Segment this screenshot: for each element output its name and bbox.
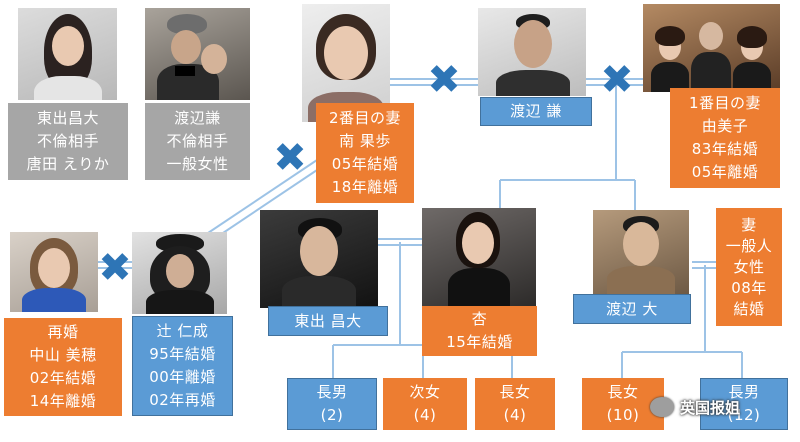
photo-higashide-masahiro [260, 210, 378, 308]
box-line: 不倫相手 [166, 130, 228, 153]
box-child-second-daughter: 次女(4) [383, 378, 467, 430]
box-line: 一般人 [726, 236, 773, 257]
box-line: 95年結婚 [149, 343, 216, 366]
photo-watanabe-ken [478, 8, 586, 96]
box-line: 妻 [741, 215, 757, 236]
box-line: 15年結婚 [446, 331, 513, 354]
box-line: 辻 仁成 [157, 320, 209, 343]
box-watanabe-dai: 渡辺 大 [573, 294, 691, 324]
photo-yumiko-family [643, 4, 780, 92]
box-higashide-affair: 東出昌大不倫相手唐田 えりか [8, 103, 128, 180]
box-line: 長女 [499, 381, 530, 404]
divorce-mark-ken-yumiko: ✖ [597, 60, 637, 100]
box-watanabe-affair: 渡辺謙不倫相手一般女性 [145, 103, 250, 180]
box-line: 中山 美穂 [29, 344, 96, 367]
box-line: 長女 [607, 381, 638, 404]
box-line: 18年離婚 [332, 176, 399, 199]
box-line: 83年結婚 [692, 138, 759, 161]
box-line: 東出昌大 [37, 107, 99, 130]
photo-anne [422, 208, 536, 308]
box-line: (10) [607, 404, 640, 427]
box-line: 渡辺 大 [606, 298, 658, 321]
photo-tsuji-hitonari [132, 232, 227, 314]
box-line: 05年結婚 [332, 153, 399, 176]
photo-watanabe-dai [593, 210, 689, 294]
box-line: 08年 [731, 278, 767, 299]
box-line: 由美子 [702, 115, 749, 138]
photo-nakayama-miho [10, 232, 98, 312]
box-line: 南 果歩 [339, 130, 391, 153]
box-watanabe-ken: 渡辺 謙 [480, 97, 592, 126]
box-line: 02年結婚 [30, 367, 97, 390]
box-line: 東出 昌大 [294, 310, 361, 333]
box-line: 再婚 [47, 321, 78, 344]
photo-karata-erika [18, 8, 117, 100]
divorce-mark-minami-ken: ✖ [424, 60, 464, 100]
box-higashide-masahiro: 東出 昌大 [268, 306, 388, 336]
divorce-mark-minami-tsuji: ✖ [270, 138, 310, 178]
watermark-text: 英国报姐 [680, 397, 740, 418]
photo-watanabe-affair [145, 8, 250, 100]
box-line: 唐田 えりか [27, 153, 110, 176]
box-line: 00年離婚 [149, 366, 216, 389]
box-line: 渡辺謙 [174, 107, 221, 130]
box-line: 女性 [733, 257, 764, 278]
box-line: 渡辺 謙 [510, 100, 562, 123]
box-line: 一般女性 [166, 153, 228, 176]
box-line: 14年離婚 [30, 390, 97, 413]
box-line: 次女 [409, 381, 440, 404]
box-line: 結婚 [733, 299, 764, 320]
box-child-son: 長男(2) [287, 378, 377, 430]
wechat-icon [650, 397, 674, 417]
box-line: 長男 [316, 381, 347, 404]
box-line: (2) [321, 404, 344, 427]
box-line: (4) [414, 404, 437, 427]
box-child-eldest-daughter: 長女(4) [475, 378, 555, 430]
watermark: 英国报姐 [650, 393, 800, 421]
box-line: 杏 [472, 308, 488, 331]
box-line: 2番目の妻 [329, 107, 401, 130]
box-line: (4) [504, 404, 527, 427]
divorce-mark-nakayama-tsuji: ✖ [95, 248, 135, 288]
box-line: 不倫相手 [37, 130, 99, 153]
box-line: 02年再婚 [149, 389, 216, 412]
box-line: 1番目の妻 [689, 92, 761, 115]
box-line: 05年離婚 [692, 161, 759, 184]
